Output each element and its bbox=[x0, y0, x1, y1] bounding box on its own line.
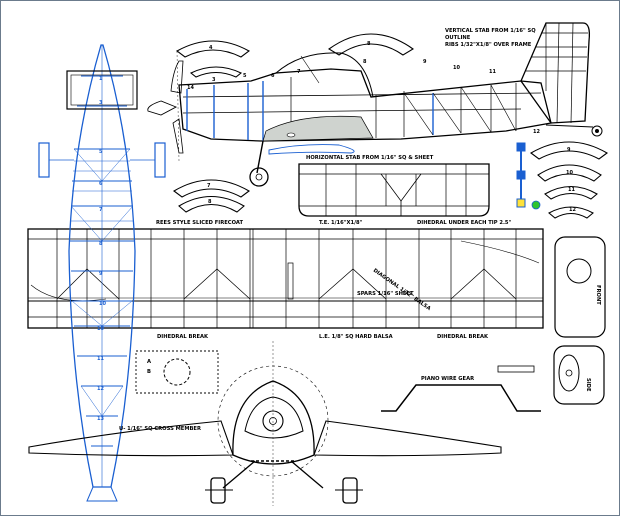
rib-num: 9 bbox=[567, 147, 571, 153]
station-num: 9 bbox=[423, 59, 427, 65]
label-dihedral-break-left: DIHEDRAL BREAK bbox=[157, 334, 209, 340]
top-num: 9 bbox=[99, 271, 103, 277]
top-num: 12 bbox=[97, 386, 104, 392]
label-vstab-1: VERTICAL STAB FROM 1/16" SQ bbox=[445, 28, 536, 34]
front-view bbox=[28, 341, 502, 506]
label-spars: SPARS 1/16" SHEET bbox=[357, 291, 414, 297]
rib-num: 8 bbox=[208, 199, 212, 205]
top-num: 10 bbox=[97, 326, 104, 332]
station-num: 12 bbox=[533, 129, 540, 135]
station-num: 10 bbox=[453, 65, 460, 71]
label-misc-b: B bbox=[147, 369, 151, 375]
top-num: 5 bbox=[99, 149, 103, 155]
label-cowl-side: SIDE bbox=[585, 378, 591, 392]
vertical-stabilizer bbox=[520, 22, 591, 124]
label-rees: REES STYLE SLICED FIRECOAT bbox=[156, 220, 243, 226]
label-vstab-2: OUTLINE bbox=[445, 35, 471, 41]
station-num: 8 bbox=[363, 59, 367, 65]
rib-num: 7 bbox=[207, 183, 211, 189]
top-num: 3 bbox=[99, 100, 103, 106]
rib-num: 12 bbox=[569, 207, 576, 213]
top-view-numbers: 1 3 5 6 7 8 9 10 10 11 12 13 bbox=[97, 76, 106, 422]
station-num: 11 bbox=[489, 69, 496, 75]
station-num: 14 bbox=[187, 85, 194, 91]
label-hstab: HORIZONTAL STAB FROM 1/16" SQ & SHEET bbox=[306, 155, 434, 161]
rib-labels: 4 8 7 8 9 10 11 12 bbox=[207, 41, 576, 213]
rib-num: 11 bbox=[568, 187, 575, 193]
top-num: 7 bbox=[99, 207, 103, 213]
label-cross-member: U- 1/16" SQ CROSS MEMBER bbox=[119, 426, 201, 432]
label-vstab-3: RIBS 1/32"X1/8" OVER FRAME bbox=[445, 42, 532, 48]
label-cowl-front: FRONT bbox=[595, 285, 601, 305]
label-te: T.E. 1/16"X1/8" bbox=[319, 220, 363, 226]
top-num: 6 bbox=[99, 181, 103, 187]
station-num: 5 bbox=[243, 73, 247, 79]
label-diagonal: DIAGONAL 1/32" BALSA bbox=[372, 268, 432, 312]
label-le: L.E. 1/8" SQ HARD BALSA bbox=[319, 334, 393, 340]
fuselage-top-view bbox=[38, 44, 166, 502]
label-piano-wire: PIANO WIRE GEAR bbox=[421, 376, 474, 382]
piano-wire-gear bbox=[381, 365, 541, 412]
horizontal-stabilizer bbox=[298, 163, 490, 217]
station-numbers: 14 3 5 6 7 8 9 10 11 12 bbox=[187, 59, 540, 135]
fuselage-side-view bbox=[147, 50, 603, 187]
rib-num: 10 bbox=[566, 170, 573, 176]
label-misc-a: A bbox=[147, 359, 151, 365]
station-num: 6 bbox=[271, 73, 275, 79]
former-arcs bbox=[173, 33, 608, 219]
top-num: 13 bbox=[97, 416, 104, 422]
top-num: 10 bbox=[99, 301, 106, 307]
station-num: 3 bbox=[212, 77, 216, 83]
top-num: 1 bbox=[99, 76, 103, 82]
label-dihedral-break-right: DIHEDRAL BREAK bbox=[437, 334, 489, 340]
label-dihedral-tip: DIHEDRAL UNDER EACH TIP 2.5" bbox=[417, 220, 512, 226]
top-num: 11 bbox=[97, 356, 104, 362]
station-num: 7 bbox=[297, 69, 301, 75]
misc-parts bbox=[135, 142, 606, 405]
rib-num: 8 bbox=[367, 41, 371, 47]
top-num: 8 bbox=[99, 241, 103, 247]
wing-plan bbox=[27, 228, 544, 329]
rib-num: 4 bbox=[209, 45, 213, 51]
